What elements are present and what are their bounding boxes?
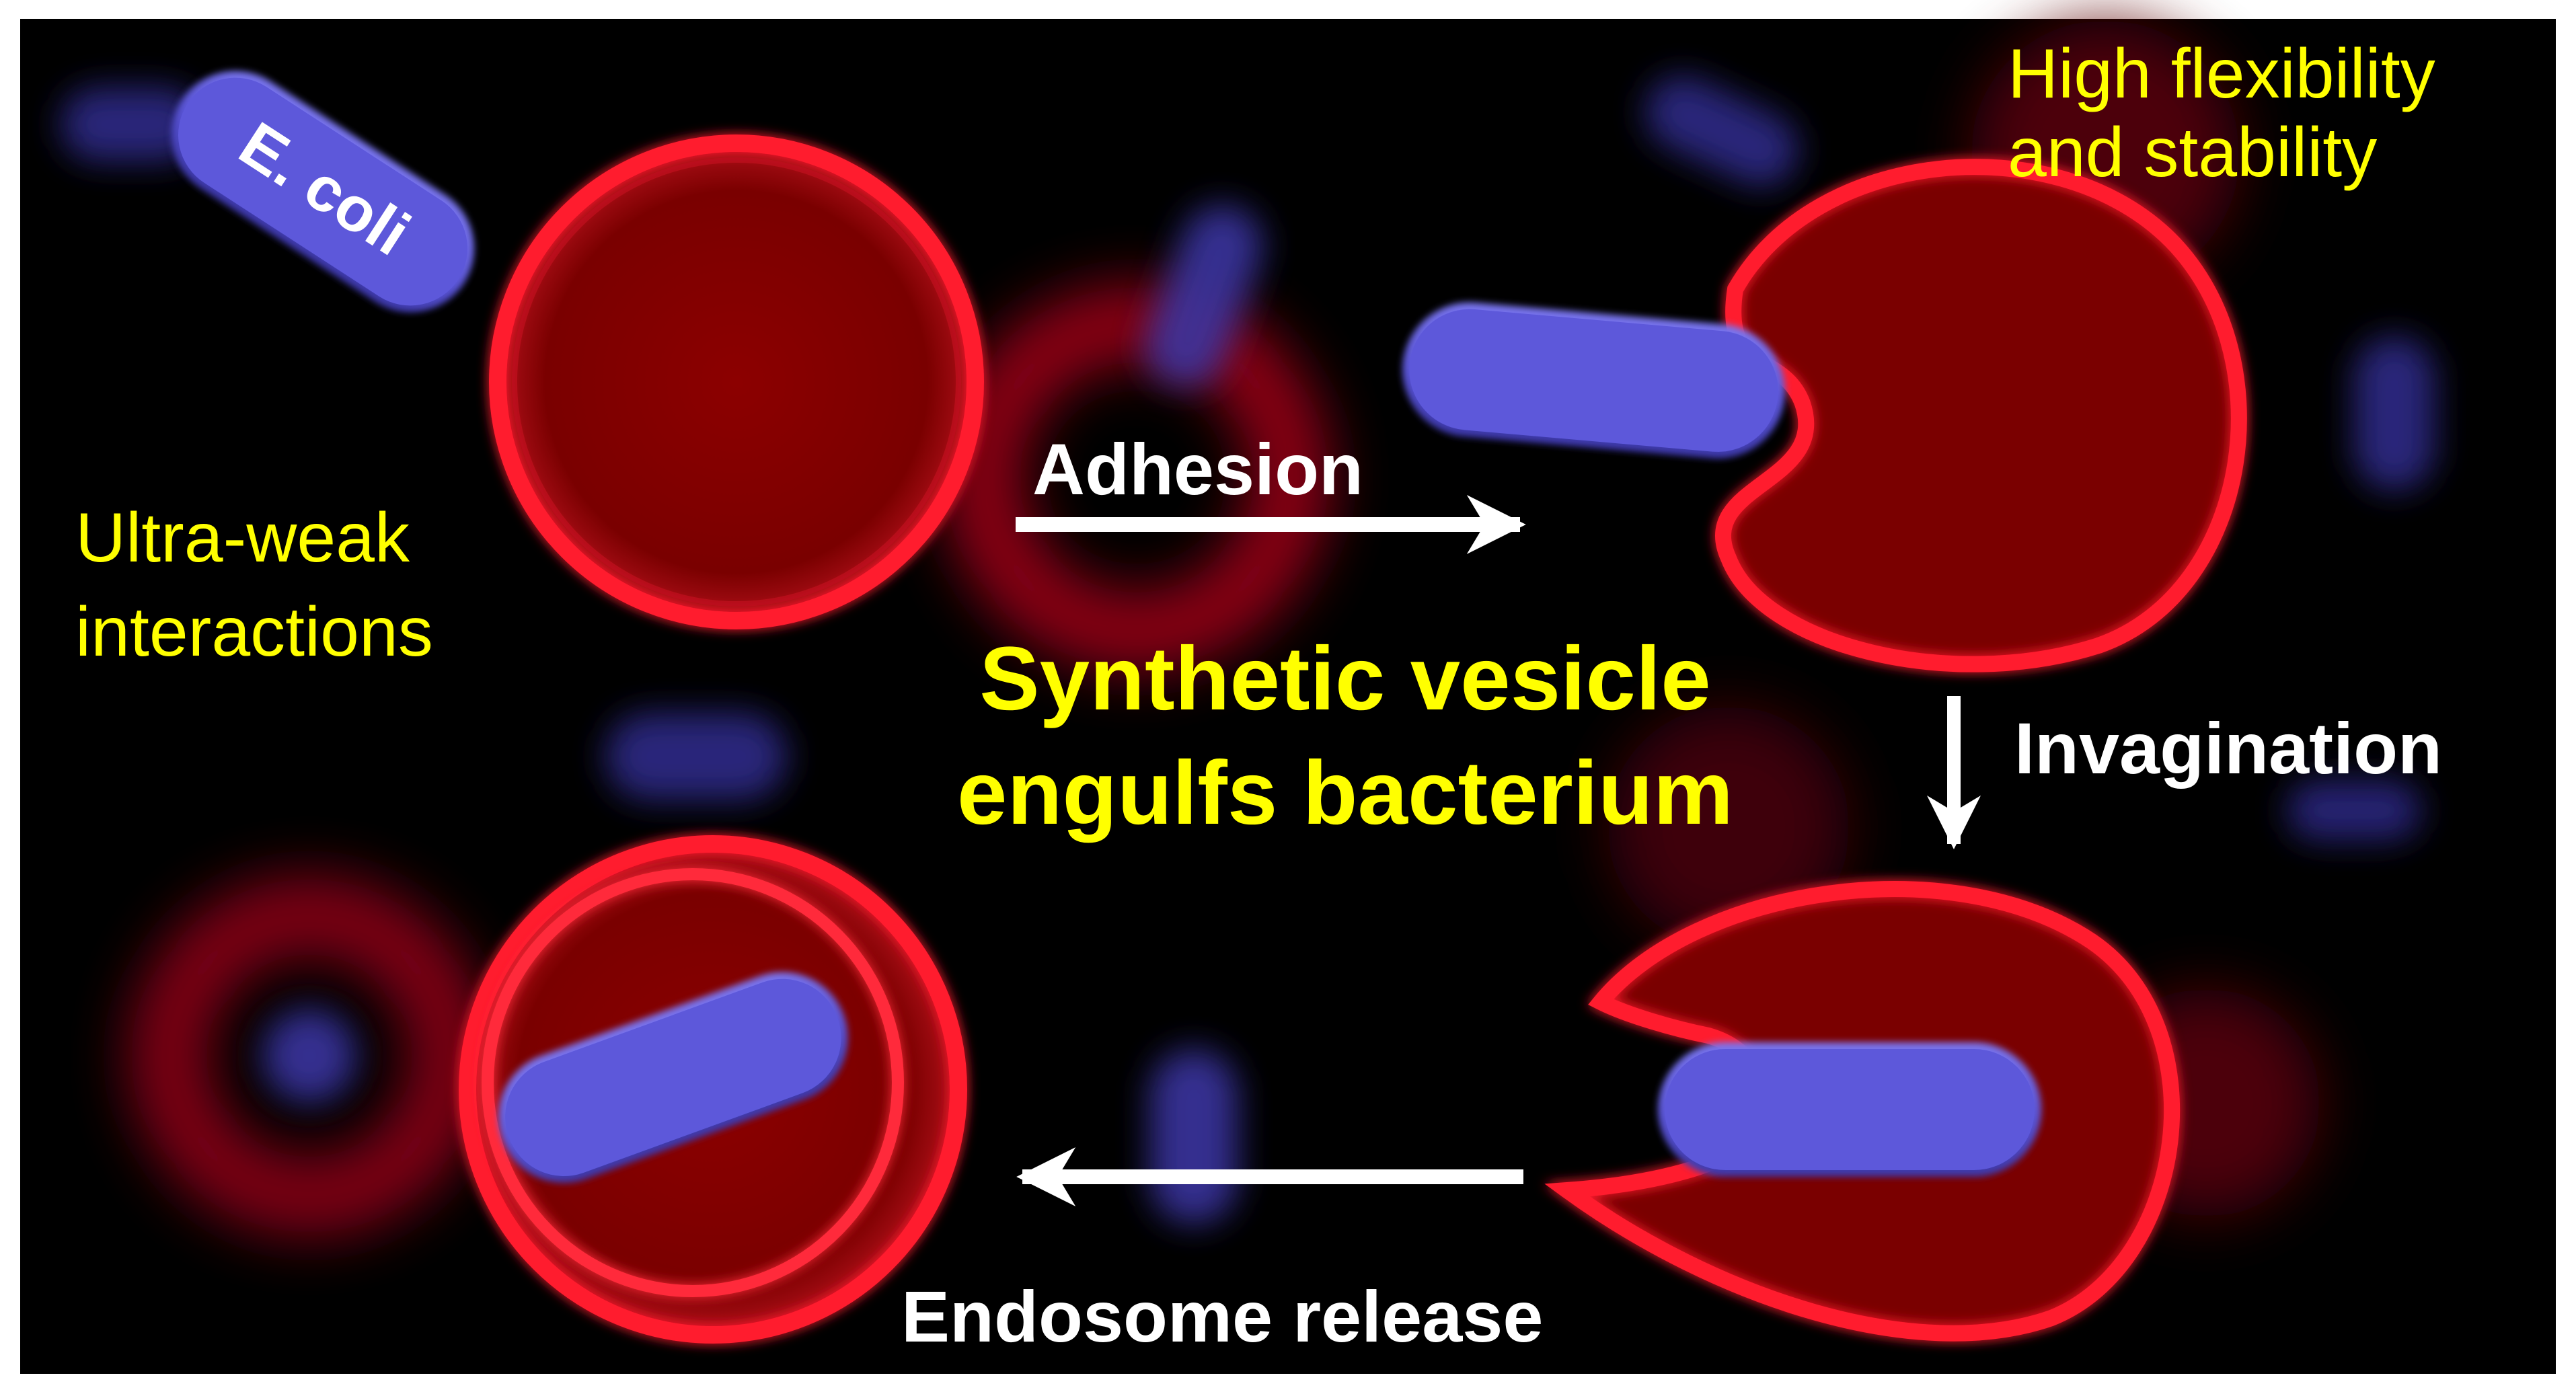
blurred-bacterium-2: [1645, 75, 1798, 187]
blurred-bacterium-5: [1150, 1049, 1238, 1224]
ultra-weak-line1: Ultra-weak: [75, 499, 410, 577]
endosome-release-label: Endosome release: [901, 1276, 1543, 1357]
stage-3-invagination: [1544, 881, 2180, 1342]
vesicle-round: [489, 134, 984, 629]
blurred-bacterium-4: [605, 713, 787, 800]
engulfed-bacterium-partial: [1658, 1042, 2041, 1177]
title-line1: Synthetic vesicle: [979, 629, 1710, 729]
blurred-vesicle-left: [131, 878, 488, 1234]
blurred-vesicle-mid: [1607, 706, 1850, 948]
blurred-bacterium-1: [1145, 204, 1263, 387]
adhering-bacterium: [1402, 302, 1785, 459]
ecoli-bacterium: [172, 71, 474, 313]
ultra-weak-line2: interactions: [75, 593, 433, 671]
blurred-bacterium-6: [61, 87, 202, 161]
internalized-bacterium: [498, 972, 848, 1183]
high-flexibility-line1: High flexibility: [2008, 35, 2435, 113]
blurred-bacterium-3: [2354, 336, 2435, 491]
blurred-vesicle-center: [945, 286, 1328, 669]
title-line2: engulfs bacterium: [957, 743, 1733, 843]
stage-1-free: E. coli: [172, 71, 984, 629]
blurred-bacterium-7: [2287, 780, 2421, 841]
adhesion-label: Adhesion: [1032, 428, 1363, 510]
high-flexibility-line2: and stability: [2008, 114, 2377, 192]
blurred-bacterium-core-left: [262, 1009, 356, 1103]
stage-4-endosome: [459, 835, 967, 1344]
vesicle-indented: [1715, 159, 2247, 672]
stage-2-adhesion: [1402, 159, 2247, 672]
invagination-label: Invagination: [2014, 707, 2442, 789]
